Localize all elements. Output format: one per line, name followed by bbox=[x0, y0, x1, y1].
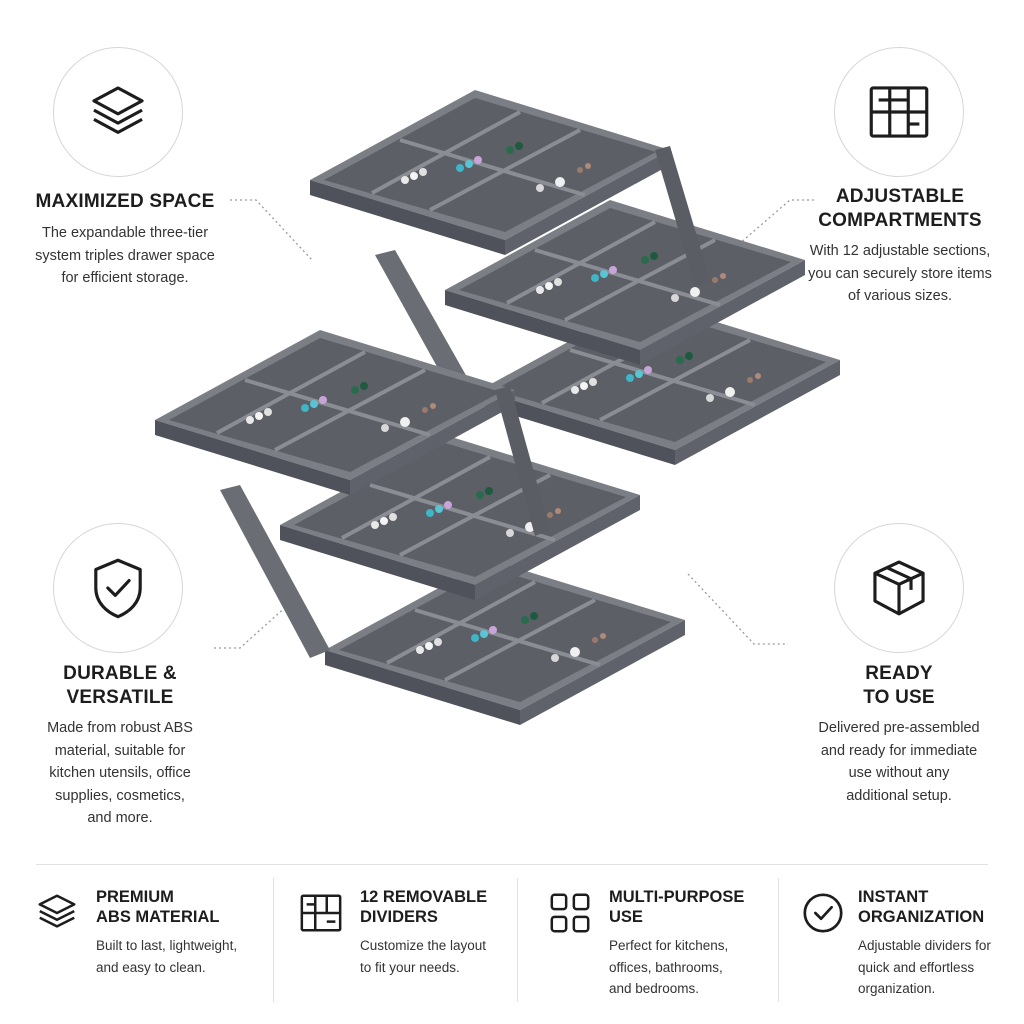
benefit-4-description: Adjustable dividers for quick and effort… bbox=[858, 938, 991, 996]
benefit-2-title: 12 REMOVABLE DIVIDERS bbox=[360, 888, 488, 926]
four-squares-icon bbox=[550, 893, 590, 933]
adjustable-compartments-icon-circle bbox=[834, 47, 964, 177]
dividers-icon bbox=[300, 894, 342, 932]
ready-to-use-icon-circle bbox=[834, 523, 964, 653]
maximized-space-description: The expandable three-tier system triples… bbox=[35, 225, 215, 286]
benefit-4-title: INSTANT ORGANIZATION bbox=[858, 888, 985, 926]
organizer-back bbox=[308, 90, 842, 467]
layers-icon bbox=[92, 86, 144, 134]
maximized-space-icon-circle bbox=[53, 47, 183, 177]
callout-line-top-left bbox=[230, 199, 313, 261]
benefit-2-icon-wrap bbox=[298, 890, 344, 936]
box-icon bbox=[873, 560, 925, 616]
product-image-organizers bbox=[153, 90, 842, 727]
benefit-1-icon-wrap bbox=[34, 890, 80, 936]
ready-to-use-title: READY TO USE bbox=[863, 663, 935, 708]
durable-versatile-description: Made from robust ABS material, suitable … bbox=[47, 720, 193, 826]
column-separator-2 bbox=[517, 878, 518, 1002]
check-circle-icon bbox=[803, 893, 843, 933]
adjustable-compartments-description: With 12 adjustable sections, you can sec… bbox=[808, 243, 992, 304]
benefit-3-description: Perfect for kitchens, offices, bathrooms… bbox=[609, 938, 729, 996]
organizer-front bbox=[153, 328, 687, 727]
benefit-1-title: PREMIUM ABS MATERIAL bbox=[96, 888, 220, 926]
benefit-3-icon-wrap bbox=[547, 890, 593, 936]
benefit-3-title: MULTI-PURPOSE USE bbox=[609, 888, 745, 926]
adjustable-compartments-title: ADJUSTABLE COMPARTMENTS bbox=[818, 186, 982, 231]
grid-compartments-icon bbox=[869, 86, 929, 138]
maximized-space-title: MAXIMIZED SPACE bbox=[35, 191, 215, 212]
layers-icon bbox=[38, 894, 76, 928]
column-separator-3 bbox=[778, 878, 779, 1002]
shield-check-icon bbox=[94, 558, 142, 619]
callout-line-bottom-left bbox=[214, 595, 299, 649]
durable-versatile-icon-circle bbox=[53, 523, 183, 653]
benefit-4-icon-wrap bbox=[800, 890, 846, 936]
durable-versatile-title: DURABLE & VERSATILE bbox=[63, 663, 177, 708]
benefit-1-description: Built to last, lightweight, and easy to … bbox=[96, 938, 238, 975]
section-divider bbox=[36, 864, 988, 865]
callout-line-top-right bbox=[731, 199, 814, 251]
benefit-2-description: Customize the layout to fit your needs. bbox=[360, 938, 487, 975]
callout-line-bottom-right bbox=[687, 573, 788, 645]
column-separator-1 bbox=[273, 878, 274, 1002]
ready-to-use-description: Delivered pre-assembled and ready for im… bbox=[818, 720, 980, 804]
